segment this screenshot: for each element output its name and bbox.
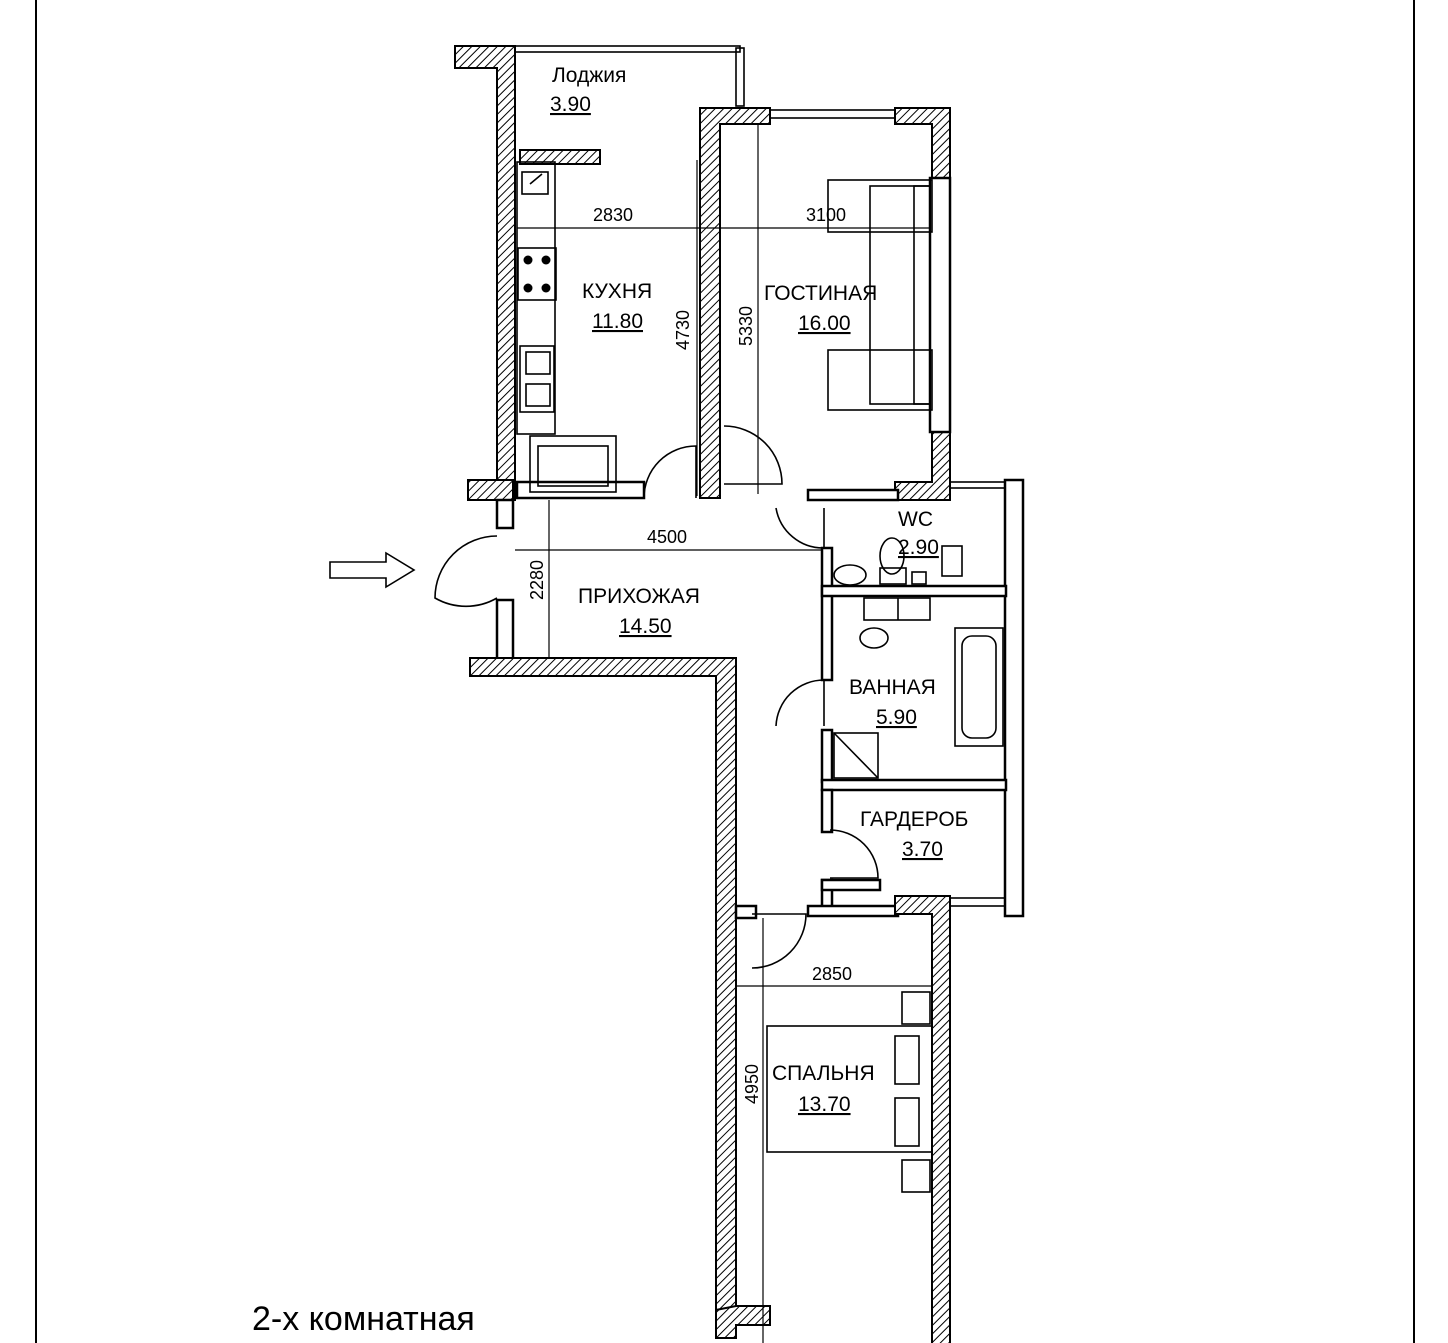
walls — [454, 45, 1025, 1343]
doors — [434, 425, 879, 969]
dim-bedroom-depth: 4950 — [742, 1064, 762, 1104]
windows — [514, 45, 1006, 907]
room-area-hall: 14.50 — [619, 615, 672, 638]
dimension-lines — [515, 124, 932, 1343]
dim-living-depth: 5330 — [736, 306, 756, 346]
room-kitchen: КУХНЯ 11.80 — [582, 280, 652, 333]
dim-hall-width: 4500 — [647, 527, 687, 547]
room-area-wardrobe: 3.70 — [902, 838, 943, 861]
room-living: ГОСТИНАЯ 16.00 — [764, 282, 877, 335]
room-loggia: Лоджия 3.90 — [550, 64, 626, 116]
room-label-living: ГОСТИНАЯ — [764, 282, 877, 305]
room-area-living: 16.00 — [798, 312, 851, 335]
toilet-icon — [879, 537, 907, 585]
room-label-bedroom: СПАЛЬНЯ — [772, 1062, 875, 1085]
room-area-bedroom: 13.70 — [798, 1093, 851, 1116]
room-hall: ПРИХОЖАЯ 14.50 — [578, 585, 700, 638]
room-label-bath: ВАННАЯ — [849, 676, 936, 699]
room-area-kitchen: 11.80 — [592, 310, 643, 333]
plan-caption: 2-х комнатная — [252, 1300, 475, 1338]
entrance-arrow-icon — [329, 551, 416, 589]
room-wardrobe: ГАРДЕРОБ 3.70 — [860, 808, 968, 861]
furniture — [516, 161, 1004, 1193]
room-area-bath: 5.90 — [876, 706, 917, 729]
dim-kitchen-width: 2830 — [593, 205, 633, 225]
room-area-wc: 2.90 — [898, 536, 939, 559]
dim-kitchen-depth: 4730 — [673, 310, 693, 350]
room-label-hall: ПРИХОЖАЯ — [578, 585, 700, 608]
room-label-wardrobe: ГАРДЕРОБ — [860, 808, 968, 831]
room-label-wc: WC — [898, 508, 933, 531]
stove-icon — [517, 247, 557, 301]
sink-icon — [519, 345, 555, 413]
dim-bedroom-width: 2850 — [812, 964, 852, 984]
bathtub-icon — [954, 627, 1004, 747]
room-label-kitchen: КУХНЯ — [582, 280, 652, 303]
room-wc: WC 2.90 — [898, 508, 939, 559]
room-label-loggia: Лоджия — [552, 64, 626, 87]
room-area-loggia: 3.90 — [550, 93, 591, 116]
room-bath: ВАННАЯ 5.90 — [849, 676, 936, 729]
sheet-frame — [35, 0, 1415, 1343]
dim-living-width: 3100 — [806, 205, 846, 225]
room-bedroom: СПАЛЬНЯ 13.70 — [772, 1062, 875, 1116]
dim-hall-depth: 2280 — [527, 560, 547, 600]
